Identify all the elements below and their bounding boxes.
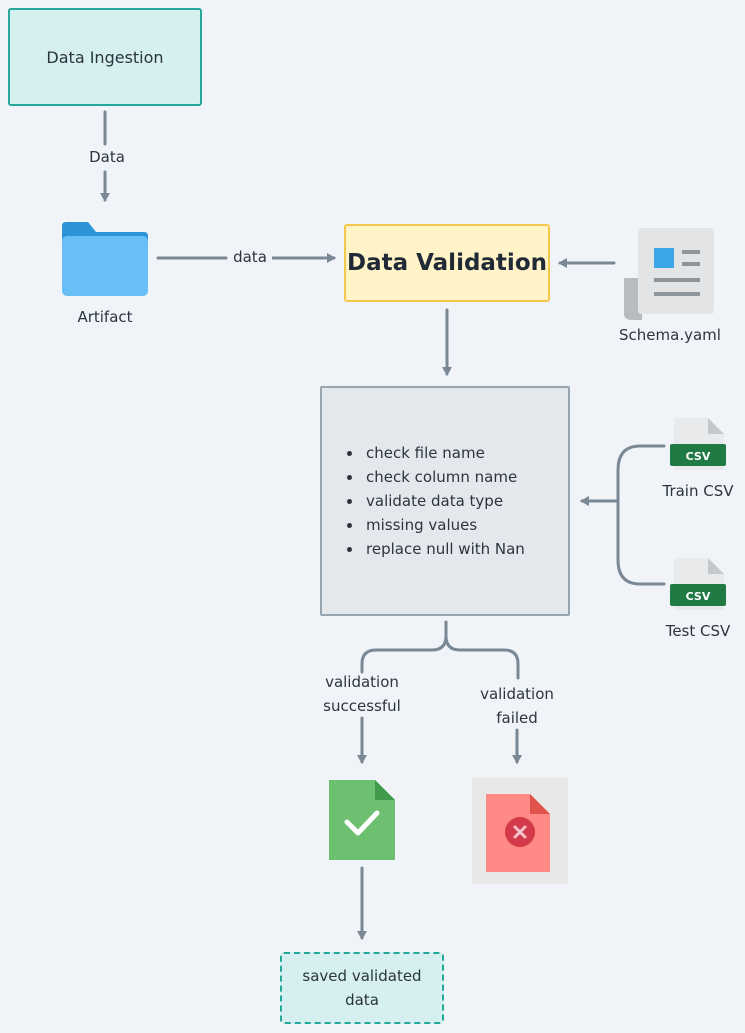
folder-icon xyxy=(62,222,148,296)
success-label: validation successful xyxy=(312,670,412,718)
edge-label-data-lower: data xyxy=(228,248,272,266)
document-icon xyxy=(624,228,714,320)
saved-data-node: saved validated data xyxy=(280,952,444,1024)
csv-badge-label: CSV xyxy=(686,450,711,463)
test-csv-label: Test CSV xyxy=(665,622,731,640)
train-csv-label: Train CSV xyxy=(662,482,734,500)
check-file-icon xyxy=(329,780,395,860)
check-item: replace null with Nan xyxy=(347,537,525,561)
saved-data-line1: saved validated xyxy=(302,967,422,985)
data-validation-label: Data Validation xyxy=(346,250,547,276)
success-label-line2: successful xyxy=(323,697,401,715)
edge-label-data-upper: Data xyxy=(85,148,129,166)
failed-label-line1: validation xyxy=(480,685,554,703)
edge-split-bracket xyxy=(360,620,520,680)
saved-data-line2: data xyxy=(345,991,379,1009)
edge-csv-bracket xyxy=(616,444,666,586)
checks-list: check file name check column name valida… xyxy=(322,441,525,561)
train-csv-icon: CSV xyxy=(670,418,726,470)
data-ingestion-label: Data Ingestion xyxy=(46,47,164,67)
check-item: missing values xyxy=(347,513,525,537)
error-file-icon xyxy=(472,778,568,884)
data-ingestion-node: Data Ingestion xyxy=(8,8,202,106)
failed-label-line2: failed xyxy=(496,709,538,727)
success-label-line1: validation xyxy=(325,673,399,691)
check-item: check column name xyxy=(347,465,525,489)
data-validation-node: Data Validation xyxy=(344,224,550,302)
failed-label: validation failed xyxy=(467,682,567,730)
artifact-label: Artifact xyxy=(77,308,133,326)
schema-label: Schema.yaml xyxy=(619,326,721,344)
csv-badge-label: CSV xyxy=(686,590,711,603)
validation-checks-node: check file name check column name valida… xyxy=(320,386,570,616)
check-item: check file name xyxy=(347,441,525,465)
test-csv-icon: CSV xyxy=(670,558,726,610)
check-item: validate data type xyxy=(347,489,525,513)
